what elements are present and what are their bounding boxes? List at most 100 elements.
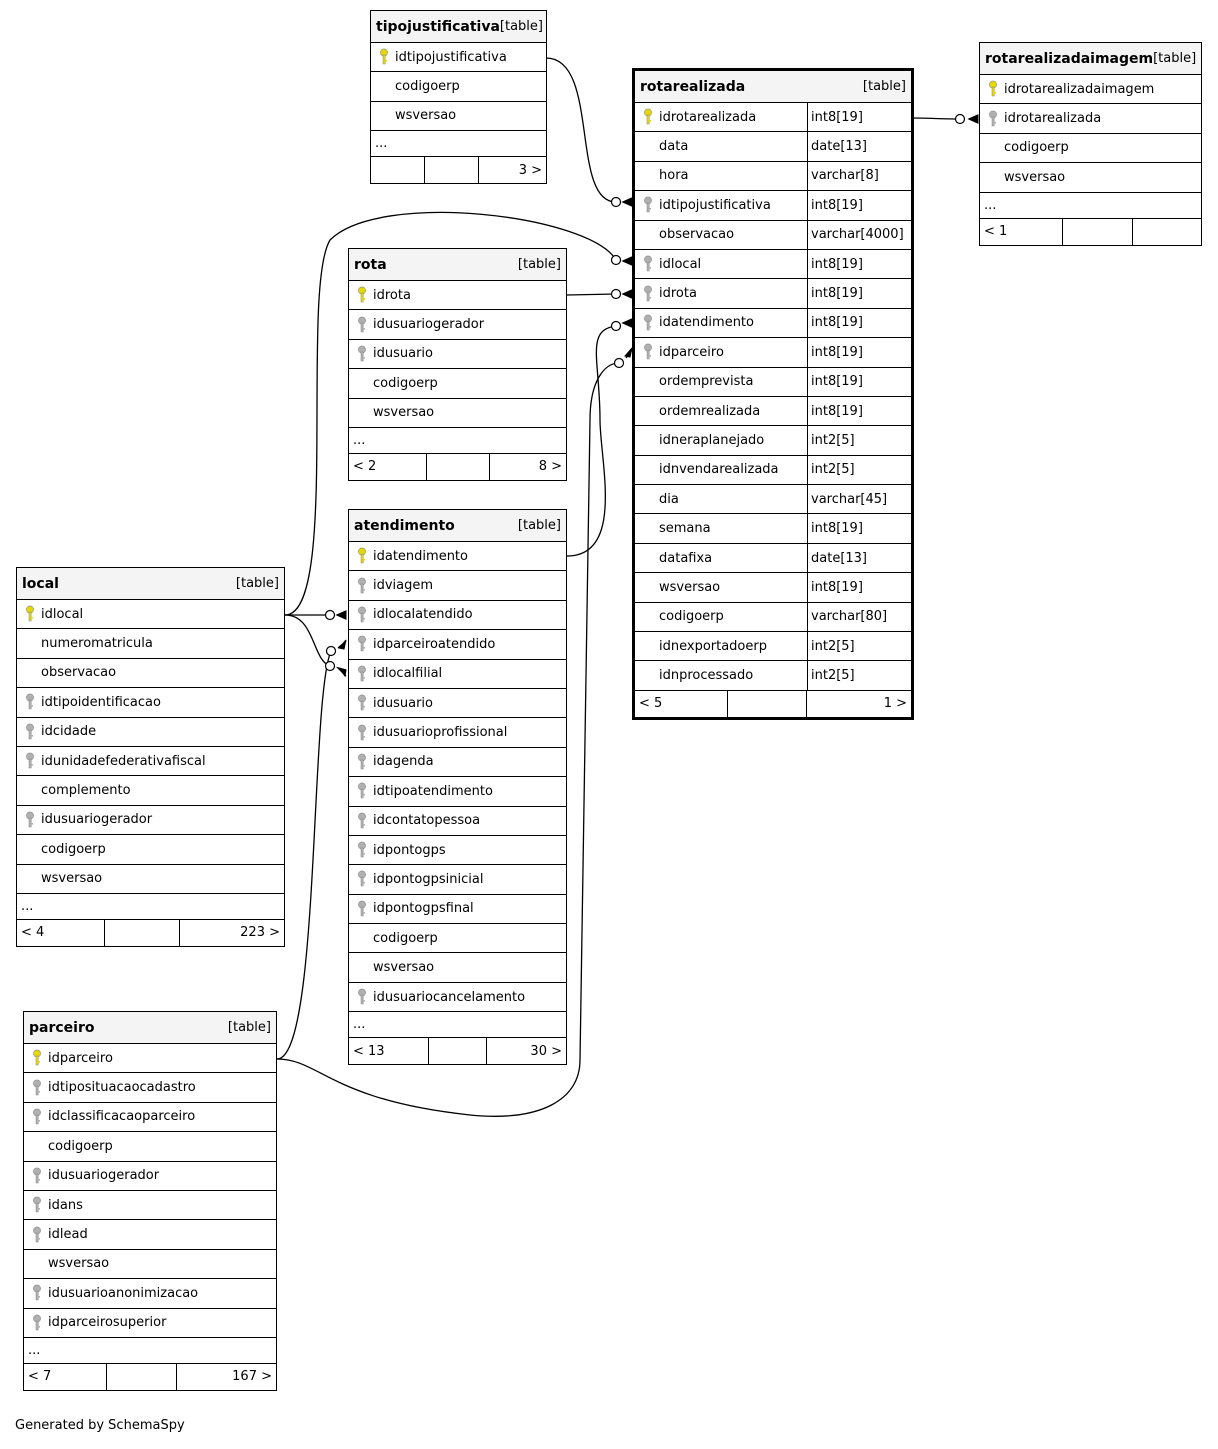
column-row[interactable]: idlocalfilial bbox=[349, 660, 566, 689]
parent-count[interactable]: < 4 bbox=[17, 919, 105, 946]
column-row[interactable]: idpontogpsfinal bbox=[349, 895, 566, 925]
table-tipojustificativa[interactable]: tipojustificativa[table]idtipojustificat… bbox=[370, 10, 547, 185]
column-row[interactable]: wsversao bbox=[349, 953, 566, 983]
table-header[interactable]: parceiro[table] bbox=[24, 1012, 276, 1044]
column-row[interactable]: idusuariogerador bbox=[24, 1162, 276, 1191]
column-row[interactable]: idrotarealizada bbox=[980, 104, 1201, 134]
column-row[interactable]: idusuariogerador bbox=[17, 806, 284, 836]
column-row[interactable]: idpontogps bbox=[349, 836, 566, 866]
table-name[interactable]: local bbox=[22, 575, 59, 592]
table-name[interactable]: tipojustificativa bbox=[376, 18, 500, 35]
table-name[interactable]: rota bbox=[354, 256, 387, 273]
column-row[interactable]: idviagem bbox=[349, 571, 566, 601]
table-rotarealizadaimagem[interactable]: rotarealizadaimagem[table]idrotarealizad… bbox=[979, 42, 1202, 246]
column-row[interactable]: codigoerp bbox=[24, 1132, 276, 1162]
column-row[interactable]: wsversao bbox=[24, 1250, 276, 1280]
column-row[interactable]: idclassificacaoparceiro bbox=[24, 1103, 276, 1133]
child-count[interactable] bbox=[1133, 219, 1201, 245]
table-header[interactable]: atendimento[table] bbox=[349, 510, 566, 542]
column-row[interactable]: observacao bbox=[17, 659, 284, 689]
child-count[interactable]: 167 > bbox=[232, 1369, 272, 1385]
column-row[interactable]: codigoerp bbox=[17, 835, 284, 865]
column-row[interactable]: idusuariogerador bbox=[349, 310, 566, 340]
table-header[interactable]: tipojustificativa[table] bbox=[371, 11, 546, 43]
table-header[interactable]: rotarealizadaimagem[table] bbox=[980, 43, 1201, 75]
parent-count[interactable]: < 2 bbox=[349, 453, 427, 480]
column-row[interactable]: idusuarioprofissional bbox=[349, 718, 566, 748]
column-row[interactable]: idusuarioanonimizacao bbox=[24, 1279, 276, 1309]
column-row[interactable]: idtipojustificativa bbox=[371, 43, 546, 73]
parent-count[interactable]: < 5 bbox=[635, 690, 728, 717]
column-row[interactable]: idcidade bbox=[17, 718, 284, 747]
column-row[interactable]: complemento bbox=[17, 776, 284, 806]
child-count[interactable]: 3 > bbox=[518, 162, 542, 178]
column-row[interactable]: wsversao bbox=[371, 102, 546, 132]
child-count[interactable]: 223 > bbox=[240, 925, 280, 941]
table-name[interactable]: parceiro bbox=[29, 1019, 95, 1036]
column-row[interactable]: idrota bbox=[349, 281, 566, 311]
child-count[interactable]: 8 > bbox=[538, 459, 562, 475]
column-row[interactable]: idlocal bbox=[17, 600, 284, 630]
child-count[interactable]: 30 > bbox=[530, 1043, 562, 1059]
column-row[interactable]: idtiposituacaocadastro bbox=[24, 1073, 276, 1103]
column-row[interactable]: idans bbox=[24, 1191, 276, 1221]
parent-count[interactable]: < 13 bbox=[349, 1038, 429, 1065]
parent-count[interactable] bbox=[371, 157, 425, 184]
column-row[interactable]: idusuario bbox=[349, 340, 566, 370]
table-name[interactable]: rotarealizadaimagem bbox=[985, 50, 1154, 67]
column-row[interactable]: codigoerp bbox=[349, 369, 566, 399]
column-row[interactable]: idpontogpsinicial bbox=[349, 865, 566, 895]
column-row[interactable]: idlead bbox=[24, 1220, 276, 1250]
column-row[interactable]: idunidadefederativafiscal bbox=[17, 747, 284, 777]
column-row[interactable]: codigoerp bbox=[980, 134, 1201, 164]
table-name[interactable]: atendimento bbox=[354, 517, 455, 534]
column-row[interactable]: idparceirosuperior bbox=[24, 1309, 276, 1338]
column-row[interactable]: idtipoidentificacao bbox=[17, 688, 284, 718]
column-row[interactable]: idatendimento bbox=[349, 542, 566, 572]
child-count[interactable]: 1 > bbox=[883, 696, 907, 712]
column-row[interactable]: idusuario bbox=[349, 689, 566, 719]
column-row[interactable]: numeromatricula bbox=[17, 629, 284, 659]
column-row[interactable]: codigoerp bbox=[349, 924, 566, 954]
column-row[interactable]: idusuariocancelamento bbox=[349, 983, 566, 1013]
table-header[interactable]: rotarealizada[table] bbox=[635, 71, 911, 103]
column-row[interactable]: idcontatopessoa bbox=[349, 807, 566, 836]
column-row[interactable]: idlocalatendido bbox=[349, 601, 566, 631]
table-header[interactable]: rota[table] bbox=[349, 249, 566, 281]
column-row[interactable]: idrotarealizadaimagem bbox=[980, 75, 1201, 105]
column-row[interactable]: codigoerp bbox=[371, 72, 546, 102]
table-name[interactable]: rotarealizada bbox=[640, 78, 746, 95]
column-row[interactable]: idparceiro bbox=[24, 1044, 276, 1074]
column-row[interactable]: wsversao bbox=[349, 399, 566, 428]
table-header[interactable]: local[table] bbox=[17, 568, 284, 600]
column-row[interactable]: wsversao bbox=[980, 163, 1201, 193]
parent-count[interactable]: < 7 bbox=[24, 1363, 107, 1390]
parent-count[interactable]: < 1 bbox=[980, 218, 1063, 245]
column-row[interactable]: idtipoatendimento bbox=[349, 777, 566, 807]
